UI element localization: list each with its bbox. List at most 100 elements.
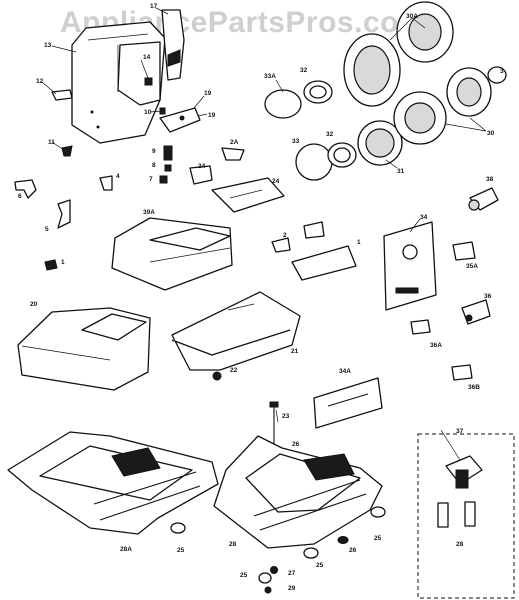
part-12-clip[interactable] <box>51 89 73 101</box>
part-13-cover-housing[interactable] <box>71 21 166 144</box>
callout-25c: 25 <box>316 562 324 569</box>
part-29-screw[interactable] <box>264 586 272 594</box>
callout-28b: 28 <box>456 541 464 548</box>
part-8-spacer[interactable] <box>164 164 172 172</box>
callout-31: 31 <box>397 168 405 175</box>
callout-25d: 25 <box>240 572 248 579</box>
callout-27: 27 <box>288 570 296 577</box>
callout-25a: 25 <box>177 547 185 554</box>
callout-24a: 24 <box>198 163 206 170</box>
part-9-spring[interactable] <box>163 145 173 161</box>
part-19-switch-plate[interactable] <box>159 107 201 133</box>
part-2-clip[interactable] <box>271 221 325 253</box>
part-1-nut[interactable] <box>44 259 58 271</box>
part-24-bracket[interactable] <box>189 165 213 185</box>
part-33-disk[interactable] <box>295 143 333 181</box>
part-4-latch[interactable] <box>99 175 113 191</box>
callout-39a: 39A <box>143 209 155 216</box>
callout-26b: 26 <box>349 547 357 554</box>
part-35a-block[interactable] <box>452 241 476 261</box>
callout-35a: 35A <box>466 263 478 270</box>
part-5-hook[interactable] <box>57 199 71 229</box>
callout-21: 21 <box>291 348 299 355</box>
callout-22: 22 <box>230 367 238 374</box>
part-38-fitting[interactable] <box>468 187 499 211</box>
callout-2: 2 <box>283 232 287 239</box>
part-24-pedal[interactable] <box>211 177 285 213</box>
screw-hole-marker <box>96 125 100 129</box>
callout-36b: 36B <box>468 384 480 391</box>
part-32-ring-lower[interactable] <box>327 142 357 168</box>
callout-36: 36 <box>484 293 492 300</box>
callout-17: 17 <box>150 3 158 10</box>
callout-38: 38 <box>486 176 494 183</box>
part-25-foot-bottom[interactable] <box>258 572 272 584</box>
part-27-nut[interactable] <box>270 566 278 574</box>
callout-33a: 33A <box>264 73 276 80</box>
callout-23: 23 <box>282 413 290 420</box>
callout-32a: 32 <box>300 67 308 74</box>
callout-3: 3 <box>500 68 504 75</box>
callout-33: 33 <box>292 138 300 145</box>
callout-8: 8 <box>152 162 156 169</box>
part-22-fastener[interactable] <box>212 371 222 381</box>
callout-14: 14 <box>143 54 151 61</box>
part-17-side-bracket[interactable] <box>161 9 185 81</box>
part-11-screw[interactable] <box>61 145 73 157</box>
part-7-nut[interactable] <box>159 175 168 184</box>
callout-4: 4 <box>116 173 120 180</box>
part-28a-base-frame[interactable] <box>7 431 219 535</box>
callout-9: 9 <box>152 148 156 155</box>
callout-20: 20 <box>30 301 38 308</box>
part-37-caster-kit[interactable] <box>417 433 515 599</box>
callout-1b: 1 <box>357 239 361 246</box>
callout-32b: 32 <box>326 131 334 138</box>
callout-2a: 2A <box>230 139 239 146</box>
callout-28: 28 <box>229 541 237 548</box>
part-25-foot-right[interactable] <box>370 506 386 518</box>
part-32-ring[interactable] <box>303 80 333 104</box>
part-14-screw[interactable] <box>144 77 153 86</box>
part-3-knob[interactable] <box>487 66 507 84</box>
callout-10: 10 <box>144 109 152 116</box>
part-26-washer-right[interactable] <box>337 536 349 544</box>
part-33a-disk[interactable] <box>264 89 302 119</box>
leader-lines <box>41 7 487 461</box>
part-39a-lower-cover[interactable] <box>111 217 233 291</box>
part-6-clip[interactable] <box>14 179 37 199</box>
callout-7: 7 <box>149 176 153 183</box>
callout-5: 5 <box>45 226 49 233</box>
part-30a-motor-gear[interactable] <box>343 1 454 107</box>
part-36b-tab[interactable] <box>451 364 473 381</box>
part-31-gear-ring[interactable] <box>357 120 403 166</box>
part-28-base-frame[interactable] <box>213 435 383 549</box>
callout-labels: 17 13 14 12 11 10 9 8 7 19 19 6 4 5 1 30… <box>18 3 504 592</box>
callout-34: 34 <box>420 214 428 221</box>
callout-11: 11 <box>48 139 55 146</box>
callout-12: 12 <box>36 78 44 85</box>
callout-30: 30 <box>487 130 495 137</box>
callout-13: 13 <box>44 42 52 49</box>
part-30-gear-pair[interactable] <box>393 67 492 145</box>
callout-28a: 28A <box>120 546 132 553</box>
part-25-caster[interactable] <box>303 547 319 559</box>
callout-34a: 34A <box>339 368 351 375</box>
part-21-base-plate[interactable] <box>171 291 301 371</box>
callout-36a: 36A <box>430 342 442 349</box>
part-36-latch[interactable] <box>461 299 491 325</box>
callout-26a: 26 <box>292 441 300 448</box>
callout-1a: 1 <box>61 259 65 266</box>
part-36a-tab[interactable] <box>410 319 431 335</box>
part-2a-lever[interactable] <box>221 147 245 161</box>
screw-hole-marker <box>90 110 94 114</box>
callout-29: 29 <box>288 585 296 592</box>
callout-25b: 25 <box>374 535 382 542</box>
callout-19b: 19 <box>208 112 216 119</box>
part-34a-label-plate[interactable] <box>313 377 383 429</box>
part-20-tray[interactable] <box>17 307 151 391</box>
part-1-pedal[interactable] <box>291 245 357 281</box>
part-25-foot[interactable] <box>170 522 186 534</box>
callout-6: 6 <box>18 193 22 200</box>
part-34-panel[interactable] <box>383 221 437 311</box>
